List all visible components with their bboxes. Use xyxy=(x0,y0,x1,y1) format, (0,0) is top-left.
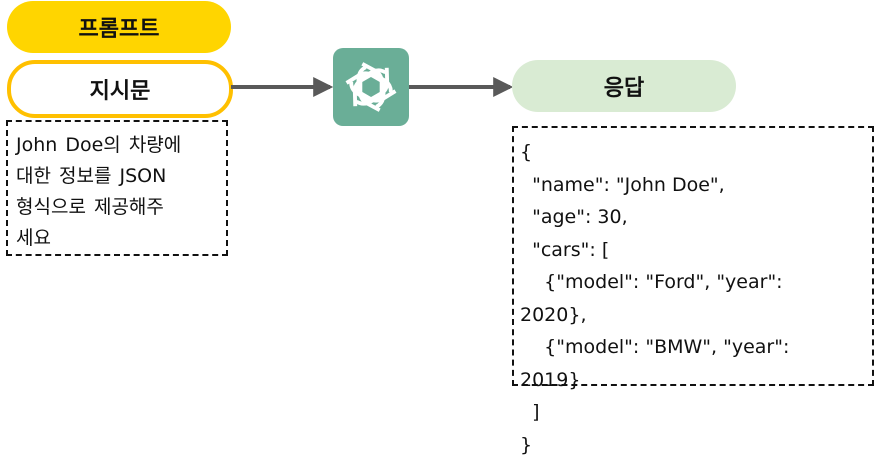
model-tile xyxy=(333,48,409,126)
response-header-label: 응답 xyxy=(603,76,645,101)
prompt-header: 프롬프트 xyxy=(7,1,231,53)
prompt-text-box: John Doe의 차량에 대한 정보를 JSON 형식으로 제공해주 세요 xyxy=(6,120,228,256)
instruction-header: 지시문 xyxy=(7,60,233,118)
instruction-header-label: 지시문 xyxy=(89,79,151,104)
response-box xyxy=(512,126,874,386)
prompt-header-label: 프롬프트 xyxy=(78,17,160,42)
response-json-text: { "name": "John Doe", "age": 30, "cars":… xyxy=(520,141,790,456)
openai-logo-icon xyxy=(345,62,397,112)
response-header: 응답 xyxy=(512,60,736,112)
